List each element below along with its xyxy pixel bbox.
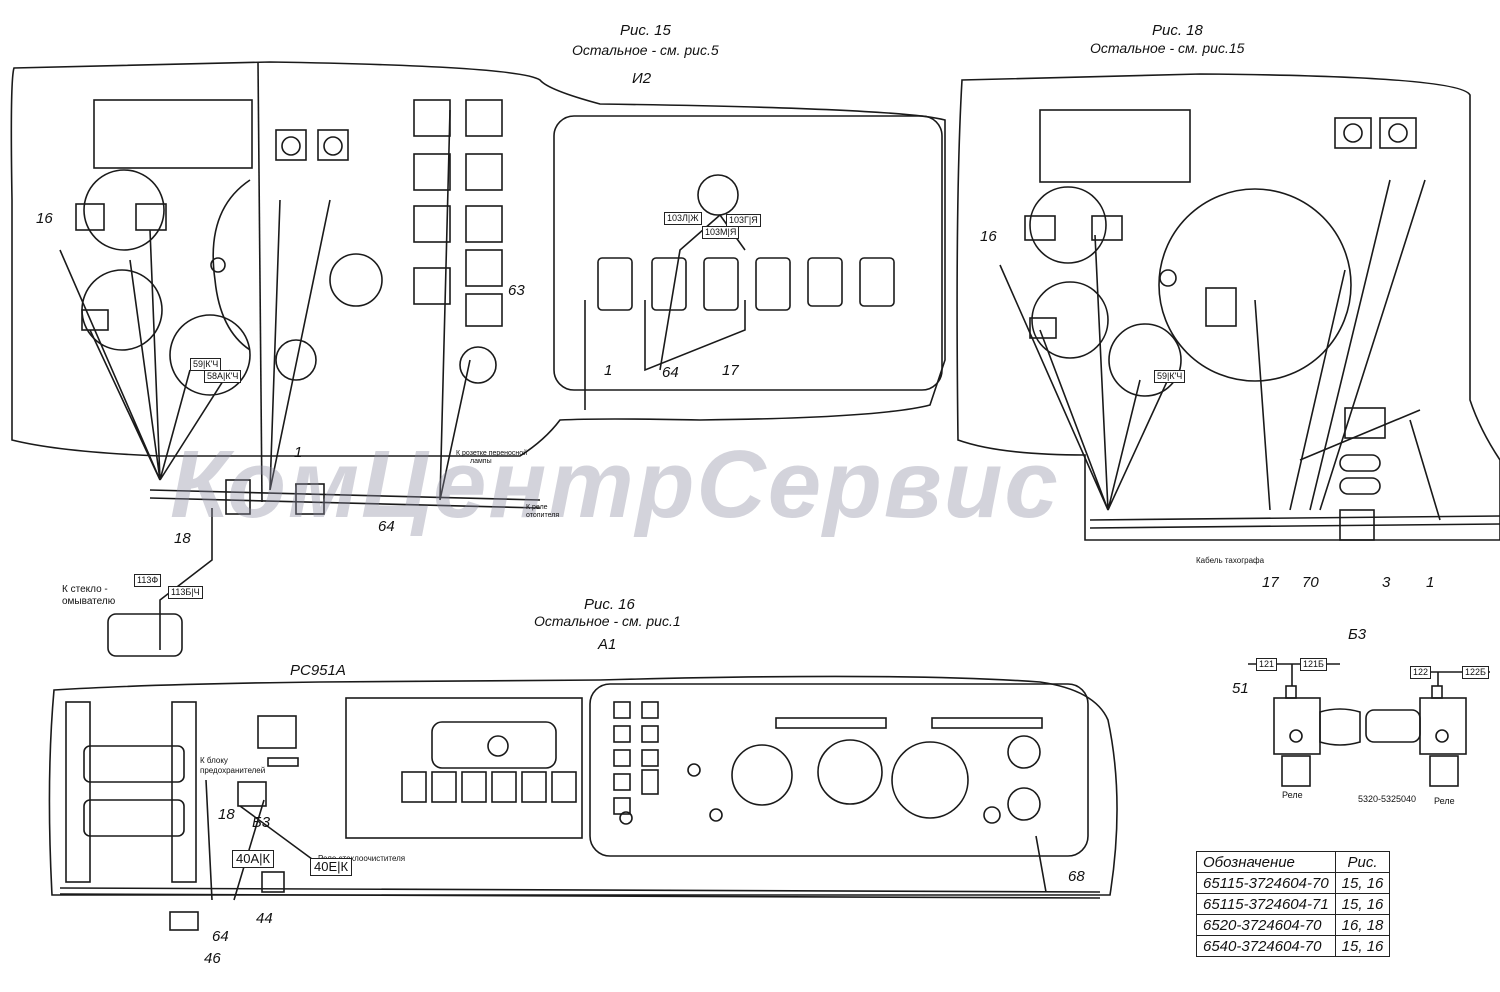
label-rc951a: РС951А (290, 662, 346, 679)
label-b3-detail: Б3 (1348, 626, 1367, 643)
wire-tag-122b: 122Б (1462, 666, 1489, 679)
label-relay-1: Реле (1282, 790, 1303, 800)
header-designation: Обозначение (1196, 851, 1336, 873)
wire-tag-58a: 58А|К'Ч (204, 370, 242, 383)
designation-table: Обозначение Рис. 65115-3724604-70 15, 16… (1196, 851, 1391, 957)
cell-designation: 65115-3724604-70 (1196, 872, 1336, 894)
fig15-subtitle: Остальное - см. рис.5 (572, 42, 719, 58)
callout-63: 63 (508, 282, 525, 299)
note-fuse-block: К блоку (200, 756, 228, 765)
table-row: 6520-3724604-70 16, 18 (1196, 914, 1391, 936)
callout-44: 44 (256, 910, 273, 927)
callout-18: 18 (174, 530, 191, 547)
callout-64-fig16: 64 (212, 928, 229, 945)
note-tacho-cable: Кабель тахографа (1196, 556, 1265, 565)
wire-tag-103g: 103Г|Я (726, 214, 761, 227)
callout-17-panel: 17 (722, 362, 739, 379)
cell-figure: 15, 16 (1334, 893, 1391, 915)
note-wiper-relay: Реле стеклоочистителя (318, 854, 406, 863)
cell-figure: 15, 16 (1334, 935, 1391, 957)
callout-64: 64 (378, 518, 395, 535)
table-row: 65115-3724604-70 15, 16 (1196, 872, 1391, 894)
fig16-subtitle: Остальное - см. рис.1 (534, 613, 681, 629)
callout-1-fig18: 1 (1426, 574, 1435, 591)
callout-18-fig16: 18 (218, 806, 235, 823)
wire-tag-103l: 103Л|Ж (664, 212, 702, 225)
cell-figure: 16, 18 (1334, 914, 1391, 936)
wire-tag-103m: 103М|Я (702, 226, 740, 239)
cell-designation: 6520-3724604-70 (1196, 914, 1336, 936)
callout-16: 16 (36, 210, 53, 227)
note-washer-2: омывателю (62, 596, 116, 607)
callout-3: 3 (1382, 574, 1391, 591)
note-fuse-block-2: предохранителей (200, 766, 266, 775)
cell-figure: 15, 16 (1334, 872, 1391, 894)
wire-tag-40a: 40А|К (232, 850, 275, 868)
callout-16-fig18: 16 (980, 228, 997, 245)
fig18-title: Рис. 18 (1152, 22, 1203, 39)
note-heater-relay: К реле (526, 504, 548, 511)
table-header-row: Обозначение Рис. (1196, 851, 1391, 873)
wire-tag-122: 122 (1410, 666, 1432, 679)
callout-1: 1 (294, 444, 303, 461)
cell-designation: 6540-3724604-70 (1196, 935, 1336, 957)
header-figure: Рис. (1334, 851, 1391, 873)
fig16-title: Рис. 16 (584, 596, 635, 613)
fig16-panel-label: А1 (598, 636, 617, 653)
wire-tag-59k-fig18: 59|К'Ч (1154, 370, 1186, 383)
note-heater-relay-2: отопителя (526, 512, 560, 519)
label-relay-2: Реле (1434, 796, 1455, 806)
table-row: 65115-3724604-71 15, 16 (1196, 893, 1391, 915)
wire-tag-121: 121 (1256, 658, 1278, 671)
cell-designation: 65115-3724604-71 (1196, 893, 1336, 915)
callout-64-panel: 64 (662, 364, 679, 381)
callout-51: 51 (1232, 680, 1249, 697)
callout-1-panel: 1 (604, 362, 613, 379)
wire-tag-121b: 121Б (1300, 658, 1327, 671)
label-part-number: 5320-5325040 (1358, 794, 1417, 804)
fig15-panel-label: И2 (632, 70, 652, 87)
note-socket: К розетке переносной (456, 450, 528, 457)
fig18-subtitle: Остальное - см. рис.15 (1090, 40, 1245, 56)
table-row: 6540-3724604-70 15, 16 (1196, 935, 1391, 957)
note-washer: К стекло - (62, 584, 108, 595)
note-socket-2: лампы (470, 458, 492, 465)
callout-68: 68 (1068, 868, 1085, 885)
callout-70: 70 (1302, 574, 1319, 591)
wire-tag-113f: 113Ф (134, 574, 162, 587)
fig15-title: Рис. 15 (620, 22, 671, 39)
wire-tag-113b: 113Б|Ч (168, 586, 203, 599)
callout-46: 46 (204, 950, 221, 967)
watermark: КомЦентрСервис (170, 431, 1060, 538)
callout-17-fig18: 17 (1262, 574, 1279, 591)
wire-tag-40e: 40Е|К (310, 858, 353, 876)
label-b3: Б3 (252, 814, 271, 831)
